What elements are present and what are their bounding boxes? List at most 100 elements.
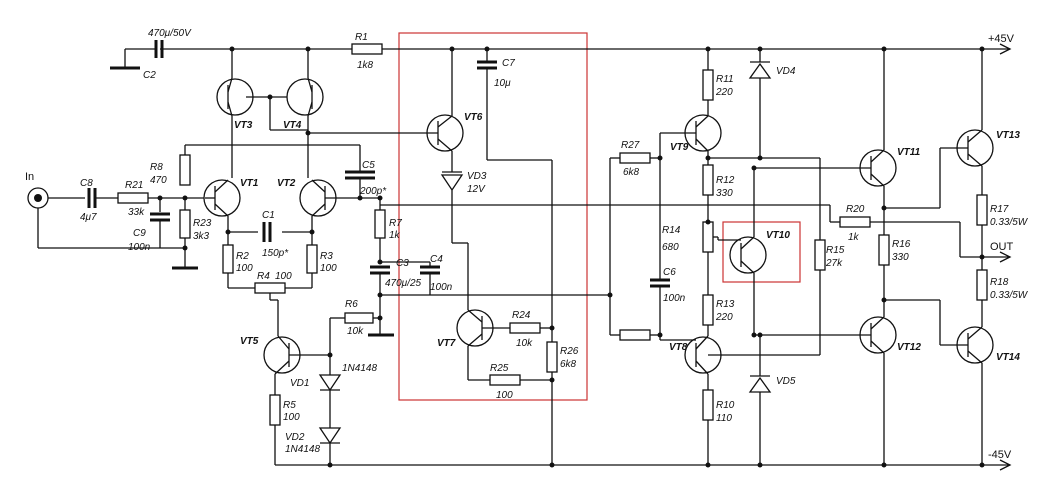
r20-id: R21 <box>125 180 143 191</box>
r17-id: R17 <box>990 204 1009 215</box>
r5-id: R5 <box>283 400 296 411</box>
vt14-label: VT14 <box>996 352 1020 363</box>
c1-value: 150p* <box>262 248 289 259</box>
c7-id: C7 <box>502 58 515 69</box>
vd4-id: VD4 <box>776 66 796 77</box>
r18-id: R18 <box>990 277 1009 288</box>
r2-value: 100 <box>236 263 253 274</box>
r8-value: 470 <box>150 175 167 186</box>
r1-value: 1k8 <box>357 60 374 71</box>
r4-id: R4 <box>257 271 270 282</box>
r24-id: R26 <box>560 346 579 357</box>
r13-value: 220 <box>715 312 733 323</box>
r14-value: 680 <box>662 242 679 253</box>
c8-id: C8 <box>80 178 93 189</box>
transistor-symbols <box>203 49 994 465</box>
c3-value: 470μ/25 <box>385 278 422 289</box>
vt13-label: VT13 <box>996 130 1020 141</box>
junction-dots <box>157 46 985 468</box>
resistor-bodies <box>222 43 988 465</box>
r5-value: 100 <box>283 412 300 423</box>
rail-wires <box>160 43 1012 471</box>
vd5-id: VD5 <box>776 376 796 387</box>
c8-value: 4μ7 <box>80 212 97 223</box>
c4-id: C4 <box>430 254 443 265</box>
vd1-id: VD1 <box>290 378 309 389</box>
vt10-label: VT10 <box>766 230 790 241</box>
highlight-box-vt10 <box>722 221 801 283</box>
vd2-value: 1N4148 <box>285 444 320 455</box>
r23-id: R24 <box>512 310 531 321</box>
c5-value: 200p* <box>359 186 387 197</box>
r20-value: 33k <box>128 207 145 218</box>
r13-id: R13 <box>716 299 735 310</box>
c9-id: C9 <box>133 228 146 239</box>
r21-value: 3k3 <box>193 231 210 242</box>
vt6-label: VT6 <box>464 112 483 123</box>
r6-id: R6 <box>345 299 358 310</box>
c1-id: C1 <box>262 210 275 221</box>
c3-id: C3 <box>396 258 409 269</box>
r6-value: 10k <box>347 326 364 337</box>
r3-value: 100 <box>320 263 337 274</box>
r15-value: 27k <box>825 258 843 269</box>
c4-value: 100n <box>430 282 453 293</box>
vt8-label: VT8 <box>669 342 688 353</box>
c2-capacitor <box>110 40 164 70</box>
c6-id: C6 <box>663 267 676 278</box>
r7-id: R7 <box>389 218 402 229</box>
r11-value: 220 <box>715 87 733 98</box>
vt5-label: VT5 <box>240 336 259 347</box>
r2-id: R2 <box>236 251 249 262</box>
r16-value: 330 <box>892 252 909 263</box>
r16-id: R16 <box>892 239 911 250</box>
r4-value: 100 <box>275 271 292 282</box>
c7-value: 10μ <box>494 78 511 89</box>
plus-rail-label: +45V <box>988 33 1015 45</box>
r19-id: R20 <box>846 204 865 215</box>
r11-id: R11 <box>716 74 734 85</box>
r7-value: 1k <box>389 230 401 241</box>
r25-value: 100 <box>496 390 513 401</box>
r3-id: R3 <box>320 251 333 262</box>
r26-value: 6k8 <box>623 167 640 178</box>
r8-id: R8 <box>150 162 163 173</box>
vd3-value: 12V <box>467 184 486 195</box>
input-jack <box>27 187 183 249</box>
minus-rail-label: -45V <box>988 449 1012 461</box>
component-labels: +45V -45V OUT In 470μ/50V C2 R1 1k8 C7 1… <box>25 28 1029 461</box>
vd2-id: VD2 <box>285 432 305 443</box>
vd1-value: 1N4148 <box>342 363 377 374</box>
r14-id: R14 <box>662 225 681 236</box>
r26-id: R27 <box>621 140 640 151</box>
c2-value: 470μ/50V <box>148 28 192 39</box>
vt11-label: VT11 <box>897 147 921 158</box>
c9-value: 100n <box>128 242 151 253</box>
r24-value: 6k8 <box>560 359 577 370</box>
vt4-label: VT4 <box>283 120 302 131</box>
r23-value: 10k <box>516 338 533 349</box>
r19-value: 1k <box>848 232 860 243</box>
vt12-label: VT12 <box>897 342 921 353</box>
r18-value: 0.33/5W <box>990 290 1029 301</box>
vt2-label: VT2 <box>277 178 296 189</box>
vt3-label: VT3 <box>234 120 253 131</box>
out-label: OUT <box>990 241 1014 253</box>
vd3-id: VD3 <box>467 171 487 182</box>
vt7-label: VT7 <box>437 338 456 349</box>
r1-id: R1 <box>355 32 368 43</box>
vt9-label: VT9 <box>670 142 689 153</box>
r25-id: R25 <box>490 363 509 374</box>
in-label: In <box>25 171 34 183</box>
r12-value: 330 <box>716 188 733 199</box>
r17-value: 0.33/5W <box>990 217 1029 228</box>
r15-id: R15 <box>826 245 845 256</box>
highlight-box-vt6-vt7 <box>398 32 588 401</box>
r10-id: R10 <box>716 400 735 411</box>
r10-value: 110 <box>716 413 732 424</box>
c5-id: C5 <box>362 160 375 171</box>
vt1-label: VT1 <box>240 178 259 189</box>
r21-id: R23 <box>193 218 212 229</box>
c2-id: C2 <box>143 70 156 81</box>
